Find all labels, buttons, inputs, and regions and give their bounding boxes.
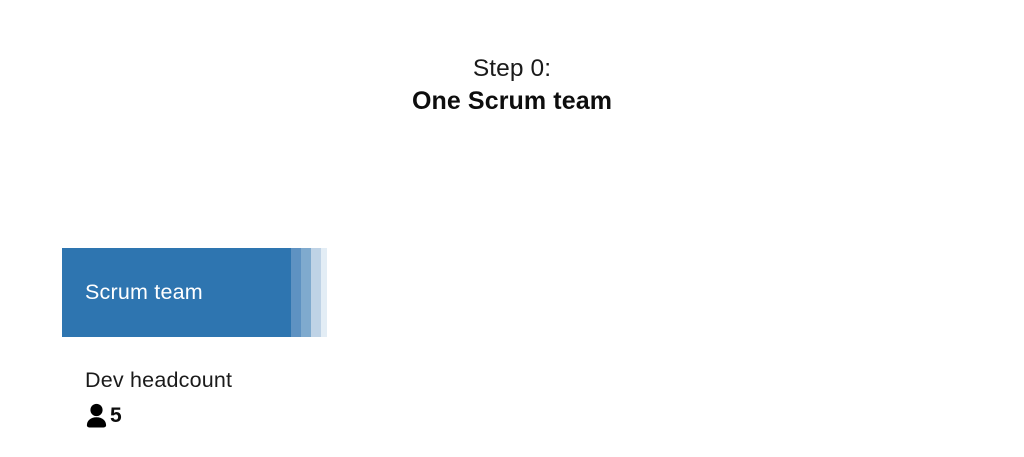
bar-segment-solid bbox=[62, 248, 291, 337]
scrum-team-bar: Scrum team bbox=[62, 248, 327, 337]
dev-headcount-value-row: 5 bbox=[85, 401, 232, 429]
bar-segment-fade-2 bbox=[301, 248, 311, 337]
step-label: Step 0: bbox=[472, 55, 552, 82]
dev-headcount-value: 5 bbox=[110, 403, 122, 427]
dev-headcount-block: Dev headcount 5 bbox=[85, 367, 232, 429]
title-heading: One Scrum team bbox=[411, 87, 613, 115]
bar-segment-fade-1 bbox=[291, 248, 301, 337]
page-title: Step 0: One Scrum team bbox=[0, 54, 1024, 117]
scrum-team-bar-label: Scrum team bbox=[85, 280, 203, 304]
bar-segment-fade-3 bbox=[311, 248, 321, 337]
person-icon bbox=[86, 403, 107, 427]
dev-headcount-label: Dev headcount bbox=[85, 368, 233, 392]
bar-segment-fade-4 bbox=[321, 248, 327, 337]
